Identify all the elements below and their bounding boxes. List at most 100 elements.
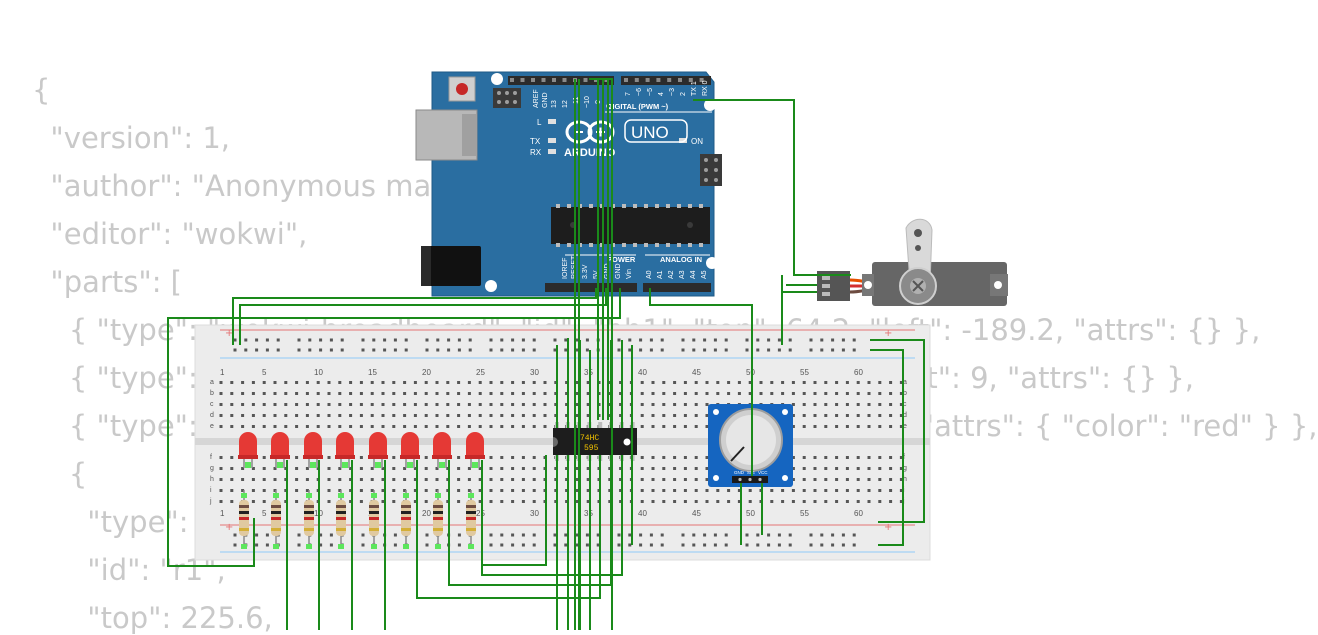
breadboard-hole[interactable] — [759, 381, 763, 384]
breadboard-hole[interactable] — [327, 381, 331, 384]
breadboard-hole[interactable] — [467, 489, 471, 492]
rail-hole[interactable] — [831, 348, 835, 352]
rail-hole[interactable] — [809, 348, 813, 352]
breadboard-hole[interactable] — [889, 456, 893, 459]
wire-digital[interactable] — [589, 78, 613, 630]
breadboard-hole[interactable] — [273, 392, 277, 395]
breadboard-hole[interactable] — [835, 403, 839, 406]
rail-hole[interactable] — [724, 338, 728, 342]
breadboard-hole[interactable] — [284, 489, 288, 492]
breadboard-hole[interactable] — [295, 456, 299, 459]
breadboard-hole[interactable] — [241, 425, 245, 428]
rail-hole[interactable] — [660, 533, 664, 537]
breadboard-hole[interactable] — [359, 467, 363, 470]
breadboard-hole[interactable] — [435, 381, 439, 384]
rail-hole[interactable] — [767, 533, 771, 537]
breadboard-hole[interactable] — [457, 381, 461, 384]
breadboard-hole[interactable] — [359, 500, 363, 503]
breadboard-hole[interactable] — [338, 392, 342, 395]
breadboard-hole[interactable] — [457, 478, 461, 481]
breadboard-hole[interactable] — [781, 500, 785, 503]
rail-hole[interactable] — [511, 533, 515, 537]
rail-hole[interactable] — [692, 338, 696, 342]
rail-hole[interactable] — [564, 348, 568, 352]
rail-hole[interactable] — [692, 543, 696, 547]
rail-hole[interactable] — [617, 533, 621, 537]
breadboard-hole[interactable] — [349, 381, 353, 384]
breadboard-hole[interactable] — [338, 414, 342, 417]
breadboard-hole[interactable] — [791, 500, 795, 503]
rail-hole[interactable] — [468, 338, 472, 342]
breadboard-hole[interactable] — [694, 456, 698, 459]
rail-hole[interactable] — [703, 533, 707, 537]
rail-hole[interactable] — [681, 543, 685, 547]
breadboard-hole[interactable] — [435, 392, 439, 395]
breadboard-hole[interactable] — [305, 425, 309, 428]
breadboard-hole[interactable] — [327, 500, 331, 503]
breadboard-hole[interactable] — [554, 467, 558, 470]
breadboard-hole[interactable] — [338, 381, 342, 384]
rail-hole[interactable] — [841, 533, 845, 537]
rail-hole[interactable] — [255, 348, 259, 352]
breadboard-hole[interactable] — [381, 467, 385, 470]
header-pin[interactable] — [634, 78, 639, 82]
breadboard-hole[interactable] — [370, 403, 374, 406]
breadboard-hole[interactable] — [835, 489, 839, 492]
breadboard-hole[interactable] — [586, 381, 590, 384]
breadboard-hole[interactable] — [532, 456, 536, 459]
breadboard-hole[interactable] — [835, 392, 839, 395]
breadboard-hole[interactable] — [889, 500, 893, 503]
breadboard-hole[interactable] — [478, 467, 482, 470]
rail-hole[interactable] — [244, 348, 248, 352]
breadboard-hole[interactable] — [640, 489, 644, 492]
breadboard-hole[interactable] — [392, 500, 396, 503]
breadboard-hole[interactable] — [835, 478, 839, 481]
breadboard-hole[interactable] — [295, 478, 299, 481]
breadboard-hole[interactable] — [295, 467, 299, 470]
breadboard-hole[interactable] — [316, 381, 320, 384]
breadboard-hole[interactable] — [856, 467, 860, 470]
rail-hole[interactable] — [585, 543, 589, 547]
rail-hole[interactable] — [745, 543, 749, 547]
breadboard-hole[interactable] — [478, 500, 482, 503]
rail-hole[interactable] — [457, 348, 461, 352]
rail-hole[interactable] — [361, 543, 365, 547]
breadboard-hole[interactable] — [370, 467, 374, 470]
breadboard-hole[interactable] — [467, 414, 471, 417]
breadboard-hole[interactable] — [457, 403, 461, 406]
breadboard-hole[interactable] — [305, 392, 309, 395]
header-pin[interactable] — [552, 78, 556, 82]
breadboard-hole[interactable] — [370, 425, 374, 428]
breadboard-hole[interactable] — [500, 403, 504, 406]
rail-hole[interactable] — [703, 348, 707, 352]
breadboard-hole[interactable] — [878, 467, 882, 470]
breadboard-hole[interactable] — [586, 392, 590, 395]
rail-hole[interactable] — [713, 348, 717, 352]
rail-hole[interactable] — [361, 533, 365, 537]
breadboard-hole[interactable] — [899, 500, 903, 503]
rail-hole[interactable] — [255, 533, 259, 537]
rail-hole[interactable] — [788, 543, 792, 547]
breadboard-hole[interactable] — [403, 467, 407, 470]
rail-hole[interactable] — [532, 533, 536, 537]
resistor-array[interactable] — [239, 490, 476, 549]
breadboard-hole[interactable] — [305, 489, 309, 492]
breadboard-hole[interactable] — [705, 500, 709, 503]
breadboard-hole[interactable] — [467, 381, 471, 384]
breadboard-hole[interactable] — [500, 392, 504, 395]
breadboard-hole[interactable] — [446, 425, 450, 428]
breadboard-hole[interactable] — [727, 381, 731, 384]
breadboard-hole[interactable] — [284, 414, 288, 417]
breadboard-hole[interactable] — [543, 425, 547, 428]
header-pin[interactable] — [667, 78, 672, 82]
breadboard-hole[interactable] — [316, 392, 320, 395]
breadboard-hole[interactable] — [802, 381, 806, 384]
breadboard-hole[interactable] — [867, 456, 871, 459]
breadboard-hole[interactable] — [273, 478, 277, 481]
wire-led-7[interactable] — [448, 455, 612, 586]
rail-hole[interactable] — [383, 348, 387, 352]
rail-hole[interactable] — [767, 338, 771, 342]
breadboard-hole[interactable] — [575, 500, 579, 503]
breadboard-hole[interactable] — [673, 478, 677, 481]
breadboard-hole[interactable] — [230, 403, 234, 406]
